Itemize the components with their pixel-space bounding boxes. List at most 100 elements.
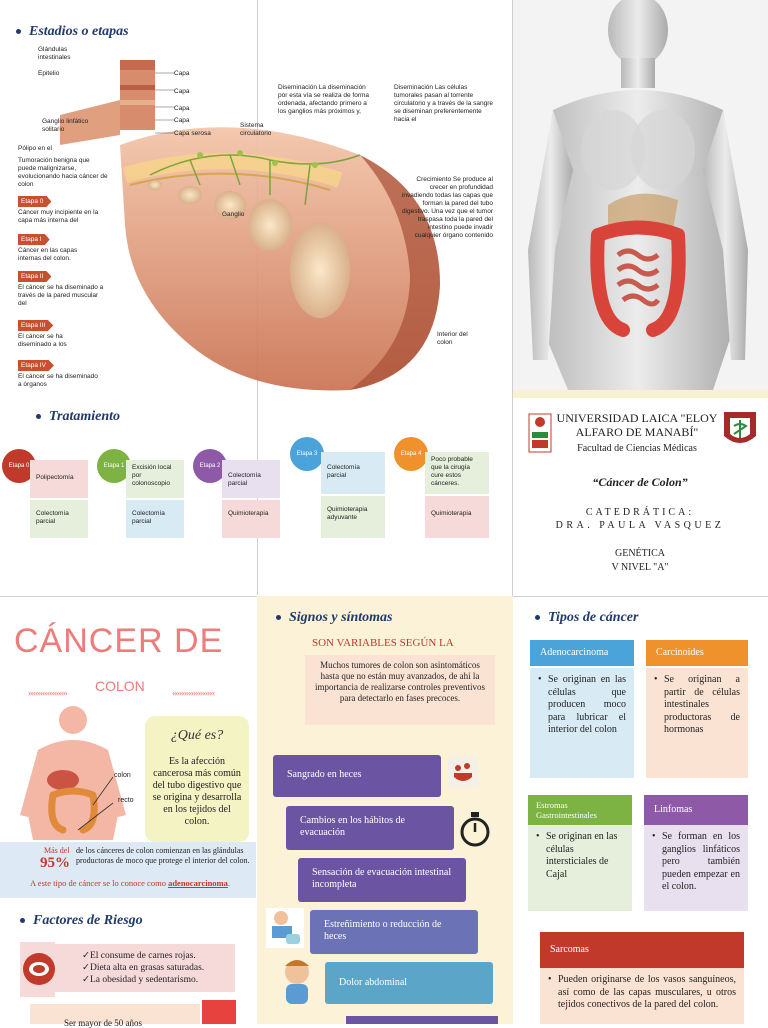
colon-stages-illustration <box>60 60 440 391</box>
tratamiento-0-a: Polipectomía <box>30 460 88 498</box>
percent-box <box>0 842 256 898</box>
tratamiento-4-b: Quimioterapia <box>425 496 489 538</box>
cancer-subtitle: COLON <box>95 678 145 694</box>
signo-next-bar <box>346 1016 498 1024</box>
diseminacion-sanguinea: Diseminación Las células tumorales pasan… <box>394 84 493 123</box>
estadios-title: Estadios o etapas <box>16 24 129 40</box>
etapa-3-text: El cáncer se ha diseminado a los <box>18 333 67 348</box>
tratamiento-etapa-4: Etapa 4 <box>394 437 428 471</box>
body-colon-illustration <box>20 706 126 840</box>
signo-evacuacion: Sensación de evacuación intestinal incom… <box>298 858 466 902</box>
tratamiento-0-b: Colectomía parcial <box>30 500 88 538</box>
label-capa: Capa <box>174 105 190 112</box>
percent-value: 95% <box>40 855 70 871</box>
tratamiento-4-a: Poco probable que la cirugía cure estos … <box>425 452 489 494</box>
label-colon: colon <box>114 772 131 779</box>
divider <box>512 0 513 1024</box>
universidad-name: UNIVERSIDAD LAICA "ELOY ALFARO DE MANABÍ… <box>556 411 718 439</box>
label-interior-colon: Interior del colon <box>437 331 468 346</box>
tratamiento-etapa-1: Etapa 1 <box>97 449 131 483</box>
tratamiento-1-a: Excisión local por colonoscopio <box>126 460 184 498</box>
faculty-shield-icon <box>724 412 756 443</box>
signos-title: Signos y síntomas <box>276 610 392 626</box>
etapa-1-text: Cáncer en las capas internas del colon. <box>18 247 78 262</box>
factores-list-bg <box>55 944 235 992</box>
tipo-carcinoides-desc: Se originan a partir de células intestin… <box>646 668 748 778</box>
signo-dolor: Dolor abdominal <box>325 962 493 1004</box>
colon-icon <box>202 1000 236 1024</box>
tratamiento-title: Tratamiento <box>36 409 120 425</box>
edad-box <box>30 1004 200 1024</box>
factores-title: Factores de Riesgo <box>20 913 143 929</box>
etapa-2-tag: Etapa II <box>18 271 52 282</box>
decor-arrows-left: »»»»»»»»»»» <box>28 688 67 698</box>
tratamiento-3-b: Quimioterapia adyuvante <box>321 496 385 538</box>
label-polipo: Pólipo en el <box>18 145 52 152</box>
steak-icon <box>23 953 55 985</box>
signo-sangrado: Sangrado en heces <box>273 755 441 797</box>
label-recto: recto <box>118 797 134 804</box>
etapa-4-tag: Etapa IV <box>18 360 54 371</box>
abdominal-pain-icon <box>285 960 309 1004</box>
adeno-link[interactable]: adenocarcinoma <box>168 878 228 888</box>
etapa-2-text: El cáncer se ha diseminado a través de l… <box>18 284 104 307</box>
label-glandulas: Glándulas intestinales <box>38 46 71 61</box>
label-sistema-circulatorio: Sistema circulatorio <box>240 122 272 137</box>
toilet-blood-icon <box>448 757 478 787</box>
crecimiento-text: Crecimiento Se produce al crecer en prof… <box>401 176 493 239</box>
label-tumoracion: Tumoración benigna que puede malignizars… <box>18 157 108 188</box>
percent-text: de los cánceres de colon comienzan en la… <box>76 846 250 865</box>
diseminacion-linfatica: Diseminación La diseminación por esta ví… <box>278 84 370 115</box>
etapa-0-text: Cáncer muy incipiente en la capa más int… <box>18 209 99 224</box>
que-es-title: ¿Qué es? <box>170 728 224 743</box>
etapa-3-tag: Etapa III <box>18 320 54 331</box>
signos-intro-box <box>305 655 495 725</box>
university-crest-icon <box>528 413 552 453</box>
tratamiento-etapa-3: Etapa 3 <box>290 437 324 471</box>
anatomy-illustration <box>513 0 768 390</box>
signos-subtitle: SON VARIABLES SEGÚN LA <box>312 637 454 649</box>
tratamiento-etapa-2: Etapa 2 <box>193 449 227 483</box>
etapa-0-tag: Etapa 0 <box>18 196 52 207</box>
tipos-title: Tipos de cáncer <box>535 610 638 626</box>
tratamiento-2-a: Colectomía parcial <box>222 460 280 498</box>
factor-edad: Ser mayor de 50 años <box>64 1018 142 1028</box>
que-es-text: Es la afección cancerosa más común del t… <box>152 756 242 827</box>
factor-item: ✓La obesidad y sedentarismo. <box>82 975 199 985</box>
tipo-linfomas-desc: Se forman en los ganglios linfáticos per… <box>644 825 748 911</box>
label-capa-serosa: Capa serosa <box>174 130 211 137</box>
etapa-1-tag: Etapa I <box>18 234 50 245</box>
signo-estrenimiento: Estreñimiento o reducción de heces <box>310 910 478 954</box>
band <box>513 390 768 398</box>
mas-del: Más del <box>44 846 70 855</box>
label-ganglio-linfatico: Ganglio linfático solitario <box>42 118 89 133</box>
label-capa: Capa <box>174 88 190 95</box>
tipo-adenocarcinoma: Adenocarcinoma <box>530 640 634 666</box>
tipo-estromas: Estromas Gastrointestinales <box>528 795 632 825</box>
tipo-adenocarcinoma-desc: Se originan en las células que producen … <box>530 668 634 778</box>
tipo-carcinoides: Carcinoides <box>646 640 748 666</box>
toilet-person-icon <box>266 908 304 948</box>
cancer-title: CÁNCER DE <box>14 622 224 660</box>
tipo-linfomas: Linfomas <box>644 795 748 825</box>
tratamiento-3-a: Colectomía parcial <box>321 452 385 494</box>
materia: GENÉTICA <box>615 548 665 559</box>
tipo-sarcomas: Sarcomas <box>540 932 744 968</box>
tratamiento-1-b: Colectomía parcial <box>126 500 184 538</box>
signo-habitos: Cambios en los hábitos de evacuación <box>286 806 454 850</box>
tipo-estromas-desc: Se originan en las células intersticiale… <box>528 825 632 911</box>
adeno-line: A este tipo de cáncer se lo conoce como … <box>30 878 231 888</box>
label-capa: Capa <box>174 70 190 77</box>
tratamiento-2-b: Quimioterapia <box>222 500 280 538</box>
decor-arrows-right: «««««««««««« <box>172 688 215 698</box>
label-ganglio: Ganglio <box>222 211 245 218</box>
que-es-box <box>145 716 249 842</box>
factor-item: ✓Dieta alta en grasas saturadas. <box>82 963 205 973</box>
portada-title: “Cáncer de Colon” <box>592 475 688 489</box>
catedratica-label: CATEDRÁTICA: <box>585 507 695 518</box>
label-epitelio: Epitelio <box>38 70 60 77</box>
facultad-name: Facultad de Ciencias Médicas <box>577 443 697 454</box>
label-capa: Capa <box>174 117 190 124</box>
signos-intro: Muchos tumores de colon son asintomático… <box>315 660 485 703</box>
etapa-4-text: El cáncer se ha diseminado a órganos <box>18 373 98 388</box>
